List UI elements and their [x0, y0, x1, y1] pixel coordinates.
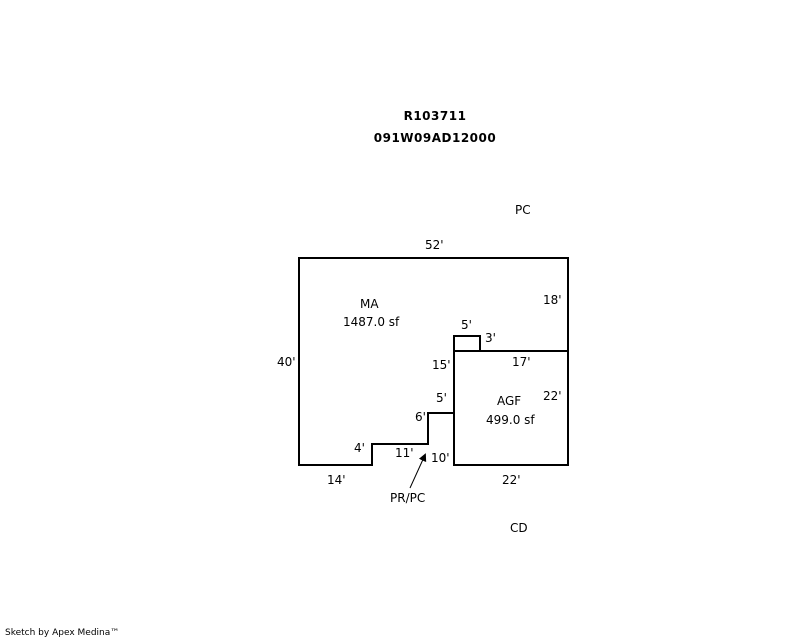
dim-notch-top: 5' — [461, 318, 472, 332]
top-note: PC — [515, 203, 531, 217]
garage-area-outline — [453, 350, 569, 466]
dim-step: 4' — [354, 441, 365, 455]
dim-garage-top: 17' — [512, 355, 531, 369]
footer-credit: Sketch by Apex Medina™ — [5, 628, 120, 638]
bottom-note: CD — [510, 521, 528, 535]
dim-garage-bottom: 22' — [502, 473, 521, 487]
pointer-label: PR/PC — [390, 491, 425, 505]
dim-porch-side: 6' — [415, 410, 426, 424]
pointer-arrow — [409, 453, 427, 489]
map-number: 091W09AD12000 — [373, 131, 497, 145]
main-area-code: MA — [360, 297, 379, 311]
dim-porch-bottom: 11' — [395, 446, 414, 460]
dim-bottom-left: 14' — [327, 473, 346, 487]
dim-right-upper: 18' — [543, 293, 562, 307]
garage-area-size: 499.0 sf — [486, 413, 535, 427]
dim-notch-side: 3' — [485, 331, 496, 345]
dim-garage-right: 22' — [543, 389, 562, 403]
dim-porch-top: 5' — [436, 391, 447, 405]
dim-top: 52' — [425, 238, 444, 252]
dim-garage-left-lower: 10' — [431, 451, 450, 465]
dim-garage-left-upper: 15' — [432, 358, 451, 372]
dim-left: 40' — [277, 355, 296, 369]
parcel-id: R103711 — [403, 109, 467, 123]
main-area-size: 1487.0 sf — [343, 315, 400, 329]
garage-area-code: AGF — [497, 394, 521, 408]
